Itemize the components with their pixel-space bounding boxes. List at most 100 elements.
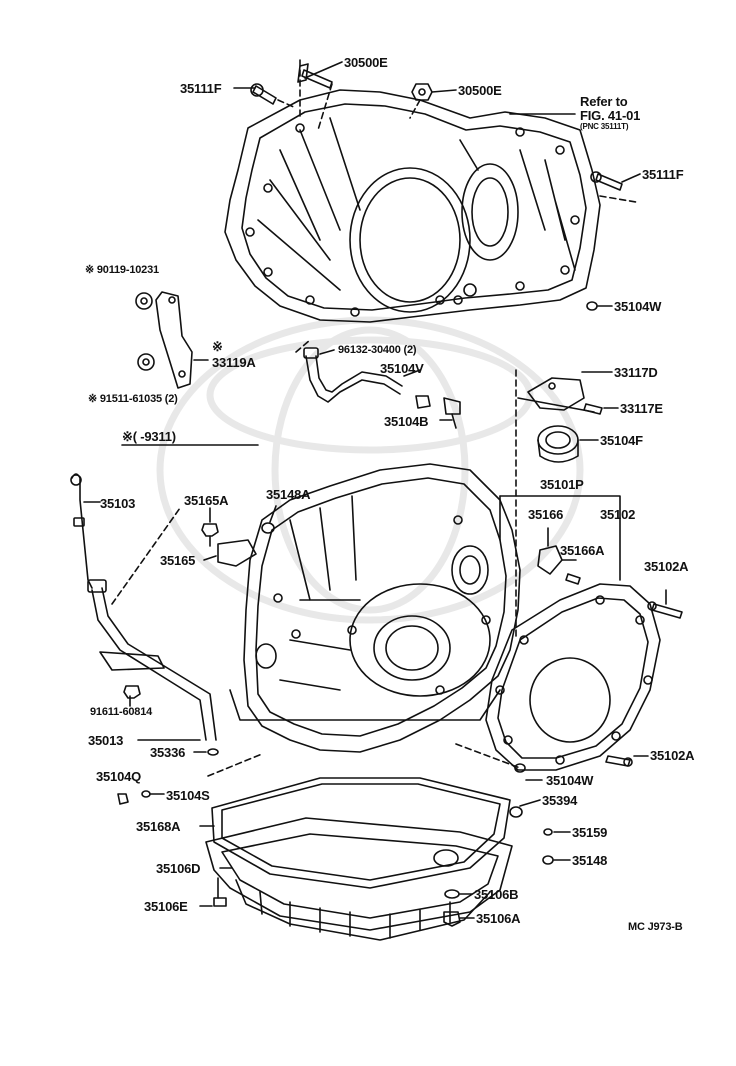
- dash-35104W-bot: [455, 743, 521, 769]
- seal-35104F: [537, 425, 579, 463]
- bolt-35102A-bot: [605, 755, 633, 767]
- label-35102A-bot: 35102A: [650, 748, 695, 763]
- label-35166A: 35166A: [560, 543, 605, 558]
- bolt-30500E-top: [297, 63, 333, 89]
- bolt-35111F-left: [250, 83, 277, 105]
- label-35102A-top: 35102A: [644, 559, 689, 574]
- footer-code: MC J973-B: [628, 921, 683, 933]
- dipstick-35103: [70, 473, 93, 589]
- washer-91511: [137, 353, 155, 371]
- label-35104Q: 35104Q: [96, 769, 142, 784]
- label-35013: 35013: [88, 733, 124, 748]
- ring-35394: [509, 806, 523, 818]
- label-30500E-top: 30500E: [344, 55, 388, 70]
- label-90119: ※ 90119-10231: [85, 264, 159, 276]
- label-35106D: 35106D: [156, 861, 201, 876]
- plate-35166: [537, 545, 563, 575]
- dash-35111F-right: [599, 195, 637, 203]
- label-35102: 35102: [600, 507, 636, 522]
- union-35104B: [443, 397, 461, 429]
- label-35336: 35336: [150, 745, 186, 760]
- washer-90119: [135, 292, 153, 310]
- label-35165: 35165: [160, 553, 196, 568]
- plug-35148A: [261, 522, 275, 534]
- label-35104F: 35104F: [600, 433, 643, 448]
- label-33119A-mark: ※: [212, 339, 223, 354]
- dash-35104S: [207, 753, 263, 777]
- plug-35104W-top: [586, 301, 598, 311]
- label-35165A: 35165A: [184, 493, 229, 508]
- leader-30500E-mid: [431, 89, 457, 93]
- bracket-line-35102: [499, 495, 621, 581]
- label-35104W-top: 35104W: [614, 299, 662, 314]
- label-35104S: 35104S: [166, 788, 210, 803]
- label-35106A: 35106A: [476, 911, 521, 926]
- plate-35165: [217, 539, 257, 567]
- oil-pan-35106D: [205, 817, 513, 941]
- reference-line2: FIG. 41-01: [580, 108, 641, 123]
- note-range: ※( -9311): [122, 429, 176, 444]
- label-35168A: 35168A: [136, 819, 181, 834]
- plug-35148: [542, 855, 554, 865]
- leader-35165: [203, 555, 217, 561]
- bolt-91611: [123, 685, 141, 699]
- leader-30500E-top: [304, 61, 343, 79]
- bracket-33119A: [155, 291, 193, 389]
- oring-35336: [207, 748, 219, 756]
- label-35166: 35166: [528, 507, 564, 522]
- leader-35104V: [403, 369, 421, 377]
- label-30500E-mid: 30500E: [458, 83, 502, 98]
- dash-96132: [295, 339, 311, 353]
- label-35106E: 35106E: [144, 899, 188, 914]
- hose-35104V: [303, 347, 403, 403]
- clip-35104V: [415, 395, 431, 409]
- label-35106B: 35106B: [474, 887, 519, 902]
- plug-35106A: [443, 911, 461, 927]
- leader-35148A: [269, 505, 277, 523]
- leader-35111F-right: [621, 173, 641, 183]
- tube-35013: [87, 579, 217, 741]
- label-33117D: 33117D: [614, 365, 658, 380]
- dash-30500E-mid: [409, 99, 421, 119]
- label-35104W-bot: 35104W: [546, 773, 594, 788]
- ring-35159: [543, 828, 553, 836]
- dash-35111F-left: [277, 99, 297, 109]
- gasket-35106B: [444, 889, 460, 899]
- bolt-35106E: [213, 877, 227, 907]
- transaxle-housing: [224, 89, 601, 323]
- bolt-35165A: [201, 523, 219, 547]
- reference-line3: (PNC 35111T): [580, 122, 629, 131]
- label-35104V: 35104V: [380, 361, 424, 376]
- label-33119A: 33119A: [212, 355, 256, 370]
- label-35103: 35103: [100, 496, 136, 511]
- label-35148: 35148: [572, 853, 608, 868]
- label-35101P: 35101P: [540, 477, 584, 492]
- label-33117E: 33117E: [620, 401, 663, 416]
- leader-96132: [319, 349, 335, 355]
- leader-35394: [519, 799, 541, 807]
- bolt-33117E: [583, 403, 603, 415]
- label-35104B: 35104B: [384, 414, 429, 429]
- bolt-35166A: [565, 573, 581, 585]
- bolt-35102A-top: [647, 601, 683, 619]
- reference-line1: Refer to: [580, 94, 628, 109]
- label-35111F-left: 35111F: [180, 81, 222, 96]
- label-35159: 35159: [572, 825, 608, 840]
- bolt-35111F-right: [590, 171, 623, 191]
- plug-35104W-bot: [514, 763, 526, 773]
- dash-30500E-top-b: [317, 83, 333, 131]
- gasket-35104S: [141, 790, 151, 798]
- transaxle-case: [229, 463, 521, 753]
- label-91611: 91611-60814: [90, 706, 153, 718]
- label-96132: 96132-30400 (2): [338, 344, 417, 356]
- label-91511: ※ 91511-61035 (2): [88, 393, 178, 405]
- label-35148A: 35148A: [266, 487, 311, 502]
- dash-35103: [111, 507, 181, 605]
- label-35394: 35394: [542, 793, 578, 808]
- label-35111F-right: 35111F: [642, 167, 684, 182]
- nut-30500E-mid: [411, 83, 433, 101]
- plug-35104Q: [117, 793, 129, 805]
- side-cover-35102: [485, 583, 661, 771]
